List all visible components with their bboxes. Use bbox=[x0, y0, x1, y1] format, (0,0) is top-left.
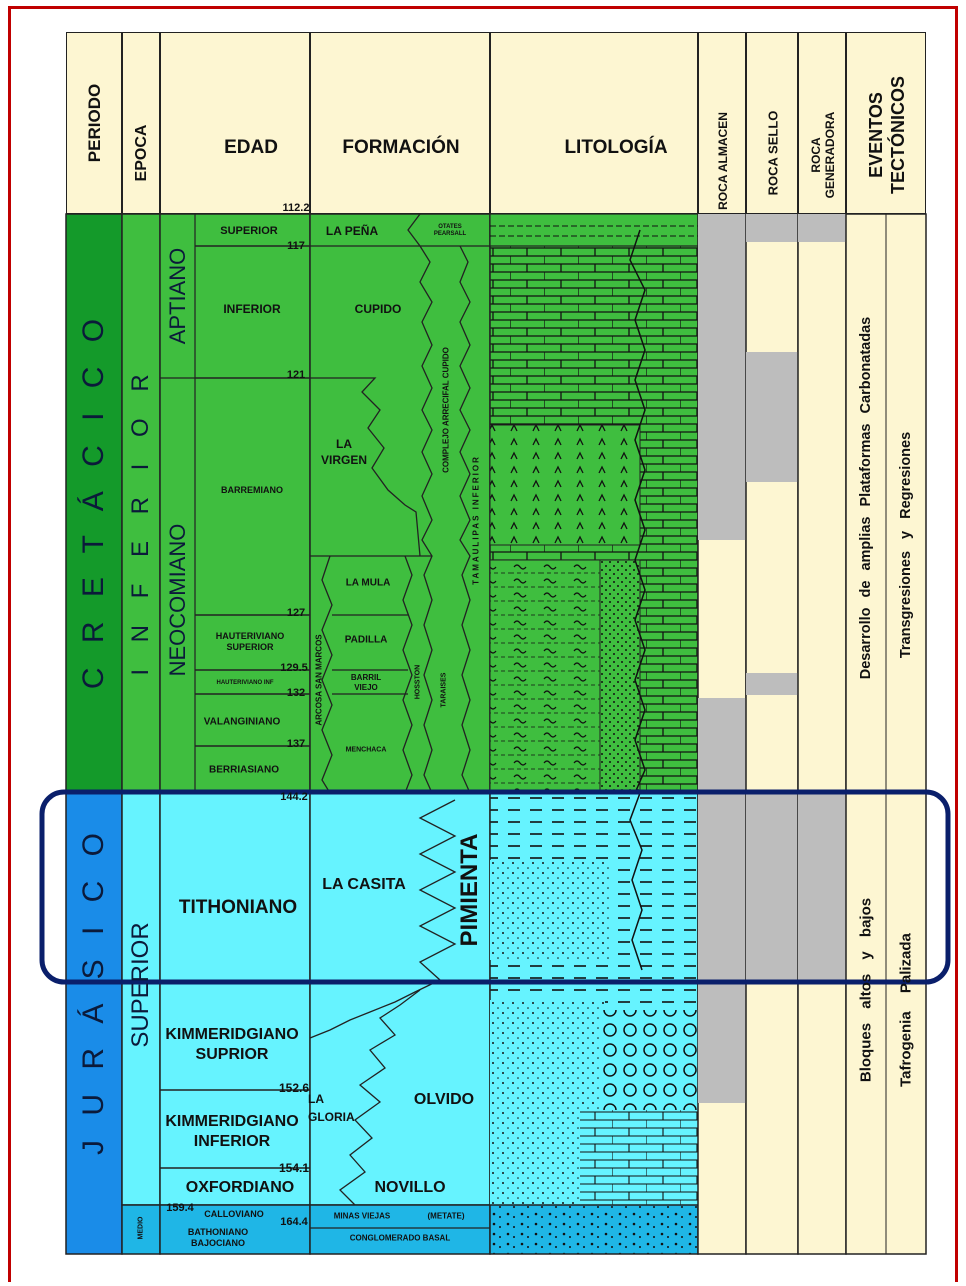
eventos-col2-top: Transgresiones y Regresiones bbox=[898, 432, 914, 658]
tick-117: 117 bbox=[287, 240, 305, 252]
formation-olvido: OLVIDO bbox=[414, 1091, 474, 1109]
epoch-inferior: I N F E R I O R bbox=[127, 364, 155, 675]
formation-la-casita: LA CASITA bbox=[322, 876, 406, 894]
age-hauteriviano-sup: HAUTERIVIANO SUPERIOR bbox=[200, 631, 300, 653]
age-barremiano: BARREMIANO bbox=[221, 485, 283, 495]
age-inferior: INFERIOR bbox=[223, 302, 280, 316]
tick-164: 164.4 bbox=[280, 1216, 308, 1228]
age-valanginiano: VALANGINIANO bbox=[204, 717, 280, 728]
formation-taraises: TARAISES bbox=[441, 673, 448, 708]
period-cretacico: C R E T Á C I C O bbox=[77, 311, 111, 689]
epoch-medio: MEDIO bbox=[138, 1217, 145, 1240]
age-kimm-sup: KIMMERIDGIANO SUPRIOR bbox=[152, 1025, 312, 1065]
tick-152: 152.6 bbox=[279, 1081, 309, 1095]
formation-hosston: HOSSTON bbox=[415, 665, 422, 700]
period-jurasico: J U R Á S I C O bbox=[77, 825, 111, 1155]
formation-la-virgen: LA VIRGEN bbox=[314, 436, 374, 468]
formation-padilla: PADILLA bbox=[345, 635, 388, 646]
epoch-superior: SUPERIOR bbox=[127, 922, 155, 1047]
age-calloviano: CALLOVIANO bbox=[204, 1209, 264, 1219]
formation-la-pena: LA PEÑA bbox=[326, 224, 378, 238]
formation-la-gloria: LA GLORIA bbox=[308, 1090, 368, 1126]
tick-144: 144.2 bbox=[280, 791, 308, 803]
tick-112: 112.2 bbox=[283, 202, 310, 214]
formation-pimienta: PIMIENTA bbox=[456, 834, 484, 947]
eventos-col1-top: Desarrollo de amplias Plataformas Carbon… bbox=[858, 317, 874, 679]
formation-novillo: NOVILLO bbox=[374, 1179, 445, 1197]
age-bathoniano: BATHONIANO BAJOCIANO bbox=[168, 1227, 268, 1249]
formation-la-mula: LA MULA bbox=[346, 578, 391, 589]
age-berriasiano: BERRIASIANO bbox=[209, 765, 279, 776]
formation-arcosa: ARCOSA SAN MARCOS bbox=[315, 634, 324, 725]
eventos-col2-bottom: Tafrogenia Palizada bbox=[898, 933, 915, 1087]
tick-159: 159.4 bbox=[166, 1202, 194, 1214]
age-hauteriviano-inf: HAUTERIVIANO INF bbox=[217, 680, 274, 686]
age-tithoniano: TITHONIANO bbox=[179, 897, 297, 919]
formation-otates: OTATES PEARSALL bbox=[425, 224, 475, 238]
tick-129: 129.5 bbox=[280, 662, 308, 674]
formation-cupido: CUPIDO bbox=[355, 302, 402, 316]
eventos-col1-bottom: Bloques altos y bajos bbox=[858, 898, 875, 1082]
stage-aptiano: APTIANO bbox=[165, 248, 191, 345]
age-kimm-inf: KIMMERIDGIANO INFERIOR bbox=[152, 1112, 312, 1152]
age-superior: SUPERIOR bbox=[220, 225, 277, 237]
tick-154: 154.1 bbox=[279, 1161, 309, 1175]
tick-127: 127 bbox=[287, 607, 305, 619]
tick-132: 132 bbox=[287, 687, 305, 699]
formation-tamaulipas: TAMAULIPAS INFERIOR bbox=[472, 455, 481, 585]
stage-neocomiano: NEOCOMIANO bbox=[165, 524, 191, 677]
formation-metate: (METATE) bbox=[427, 1212, 464, 1221]
formation-complejo: COMPLEJO ARRECIFAL CUPIDO bbox=[442, 347, 451, 473]
age-oxfordiano: OXFORDIANO bbox=[186, 1179, 294, 1197]
tick-121: 121 bbox=[287, 369, 305, 381]
tick-137: 137 bbox=[287, 738, 305, 750]
formation-barril-viejo: BARRIL VIEJO bbox=[341, 673, 391, 693]
formation-menchaca: MENCHACA bbox=[346, 747, 387, 754]
formation-minas-viejas: MINAS VIEJAS bbox=[334, 1212, 390, 1221]
formation-conglomerado: CONGLOMERADO BASAL bbox=[350, 1234, 450, 1243]
